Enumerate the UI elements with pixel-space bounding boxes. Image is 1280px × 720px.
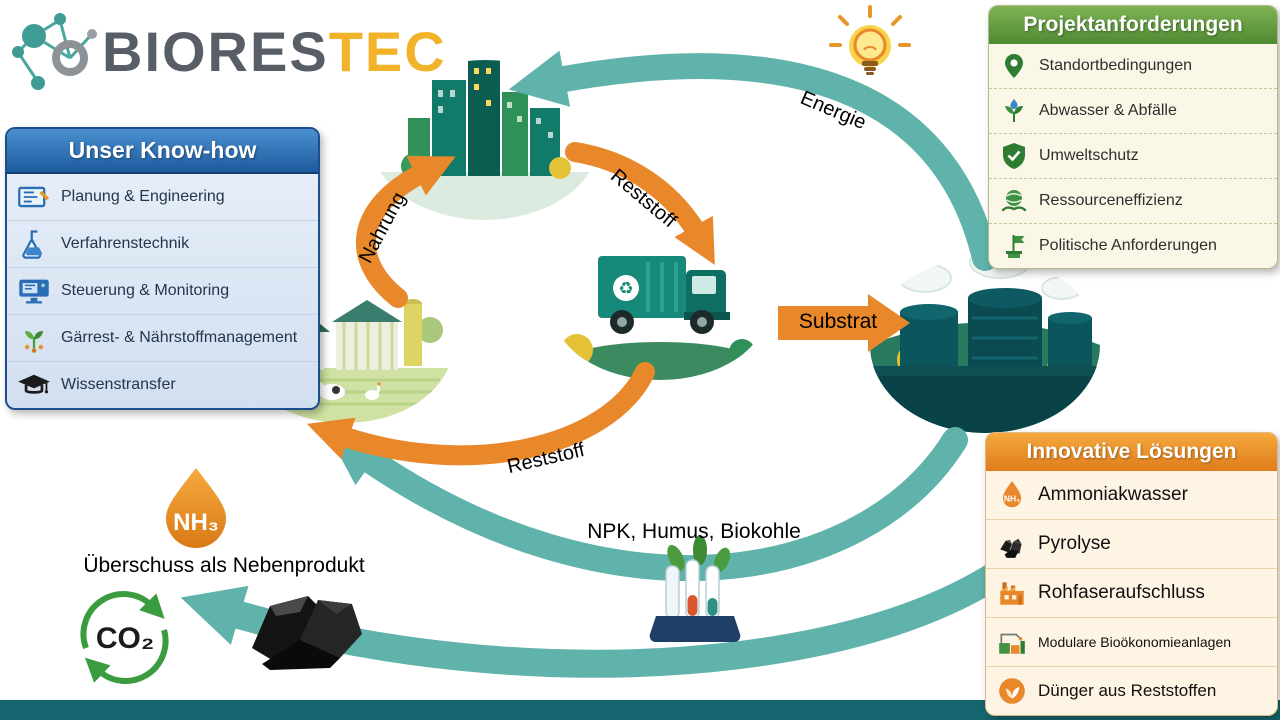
solution-item-label: Dünger aus Reststoffen xyxy=(1038,681,1217,700)
modular-plant-icon xyxy=(996,626,1028,658)
svg-text:NH₃: NH₃ xyxy=(173,509,219,536)
substrat-arrow xyxy=(778,294,910,352)
know-how-item-label: Gärrest- & Nährstoffmanagement xyxy=(61,329,298,346)
know-how-item-verfahrenstechnik: Verfahrenstechnik xyxy=(7,221,318,268)
logo-wordmark: BIORESTEC xyxy=(102,24,447,80)
biogas-plant-illustration xyxy=(870,257,1100,433)
solution-item-label: Modulare Bioökonomieanlagen xyxy=(1038,634,1232,650)
requirement-item-label: Politische Anforderungen xyxy=(1039,237,1217,254)
energy-bulb-icon xyxy=(829,5,911,75)
logo: BIORESTEC xyxy=(8,6,447,98)
monitoring-icon xyxy=(17,274,51,308)
reststoff-city-arrow xyxy=(565,142,715,265)
energie-arrow xyxy=(508,50,998,271)
charcoal-icon xyxy=(252,596,362,670)
logo-molecule-icon xyxy=(12,13,97,90)
nh3-drop-icon: NH₃ xyxy=(996,479,1028,511)
requirement-item-label: Standortbedingungen xyxy=(1039,57,1193,74)
logo-text-secondary: TEC xyxy=(328,20,447,83)
solution-item-rohfaser: Rohfaseraufschluss xyxy=(986,569,1277,618)
nahrung-arrow xyxy=(356,156,456,308)
know-how-item-steuerung: Steuerung & Monitoring xyxy=(7,268,318,315)
know-how-item-label: Verfahrenstechnik xyxy=(61,235,190,252)
co2-cycle-icon: CO₂ xyxy=(80,591,169,684)
requirement-item-label: Ressourceneffizienz xyxy=(1039,192,1183,209)
logo-text-primary: BIORES xyxy=(102,20,329,83)
requirement-item-politik: Politische Anforderungen xyxy=(989,224,1277,268)
flask-icon xyxy=(17,227,51,261)
solution-item-modulare-anlagen: Modulare Bioökonomieanlagen xyxy=(986,618,1277,667)
know-how-item-label: Wissenstransfer xyxy=(61,376,176,393)
location-pin-icon xyxy=(999,51,1029,81)
svg-text:NH₃: NH₃ xyxy=(1004,493,1020,503)
npk-flow-label: NPK, Humus, Biokohle xyxy=(587,520,801,543)
innovative-solutions-header: Innovative Lösungen xyxy=(986,433,1277,471)
know-how-item-label: Steuerung & Monitoring xyxy=(61,282,230,299)
know-how-header: Unser Know-how xyxy=(7,129,318,174)
nh3-drop-icon: NH₃ xyxy=(166,468,226,548)
requirement-item-ressourcen: Ressourceneffizienz xyxy=(989,179,1277,224)
surplus-label: Überschuss als Nebenprodukt xyxy=(83,554,365,577)
requirement-item-label: Abwasser & Abfälle xyxy=(1039,102,1177,119)
graduation-cap-icon xyxy=(17,368,51,402)
requirement-item-standort: Standortbedingungen xyxy=(989,44,1277,89)
project-requirements-header: Projektanforderungen xyxy=(989,6,1277,44)
policy-flag-icon xyxy=(999,231,1029,261)
waste-truck-illustration: ♻ xyxy=(552,236,768,380)
globe-hands-icon xyxy=(999,186,1029,216)
test-tubes-icon xyxy=(649,535,741,643)
footer-bar xyxy=(0,700,1280,720)
solution-item-label: Ammoniakwasser xyxy=(1038,484,1188,505)
know-how-item-wissenstransfer: Wissenstransfer xyxy=(7,362,318,408)
know-how-item-label: Planung & Engineering xyxy=(61,188,225,205)
blueprint-icon xyxy=(17,180,51,214)
recycle-icon: ♻ xyxy=(618,279,633,298)
innovative-solutions-panel: Innovative Lösungen NH₃ Ammoniakwasser P… xyxy=(985,432,1278,716)
know-how-panel: Unser Know-how Planung & Engineering Ver… xyxy=(5,127,320,410)
project-requirements-panel: Projektanforderungen Standortbedingungen… xyxy=(988,5,1278,269)
solution-item-duenger: Dünger aus Reststoffen xyxy=(986,667,1277,715)
shield-check-icon xyxy=(999,141,1029,171)
wastewater-plant-icon xyxy=(999,96,1029,126)
fertilizer-icon xyxy=(996,675,1028,707)
solution-item-label: Pyrolyse xyxy=(1038,533,1111,554)
svg-text:CO₂: CO₂ xyxy=(96,622,154,655)
solution-item-label: Rohfaseraufschluss xyxy=(1038,582,1205,603)
requirement-item-umweltschutz: Umweltschutz xyxy=(989,134,1277,179)
requirement-item-label: Umweltschutz xyxy=(1039,147,1139,164)
coal-icon xyxy=(996,528,1028,560)
know-how-item-gaerrest: Gärrest- & Nährstoffmanagement xyxy=(7,315,318,362)
factory-icon xyxy=(996,577,1028,609)
reststoff-farm-arrow xyxy=(306,362,655,466)
solution-item-pyrolyse: Pyrolyse xyxy=(986,520,1277,569)
sprout-icon xyxy=(17,321,51,355)
substrat-flow-label: Substrat xyxy=(798,310,878,333)
requirement-item-abwasser: Abwasser & Abfälle xyxy=(989,89,1277,134)
know-how-item-planung: Planung & Engineering xyxy=(7,174,318,221)
solution-item-ammoniakwasser: NH₃ Ammoniakwasser xyxy=(986,471,1277,520)
